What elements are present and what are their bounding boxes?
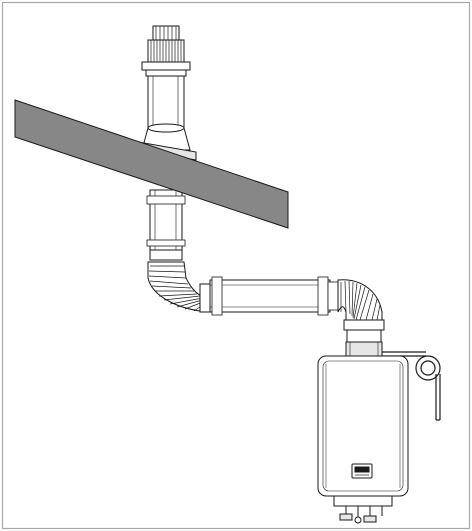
heater-vent-collar [345, 341, 383, 357]
condensate-drain-hose [382, 351, 441, 421]
flexible-elbow-right [337, 279, 385, 343]
control-panel-icon [351, 463, 373, 479]
horizontal-vent-pipe [209, 276, 339, 316]
vent-termination-cap [141, 25, 191, 77]
water-heater-unit [317, 355, 409, 524]
roof-section [14, 99, 289, 229]
